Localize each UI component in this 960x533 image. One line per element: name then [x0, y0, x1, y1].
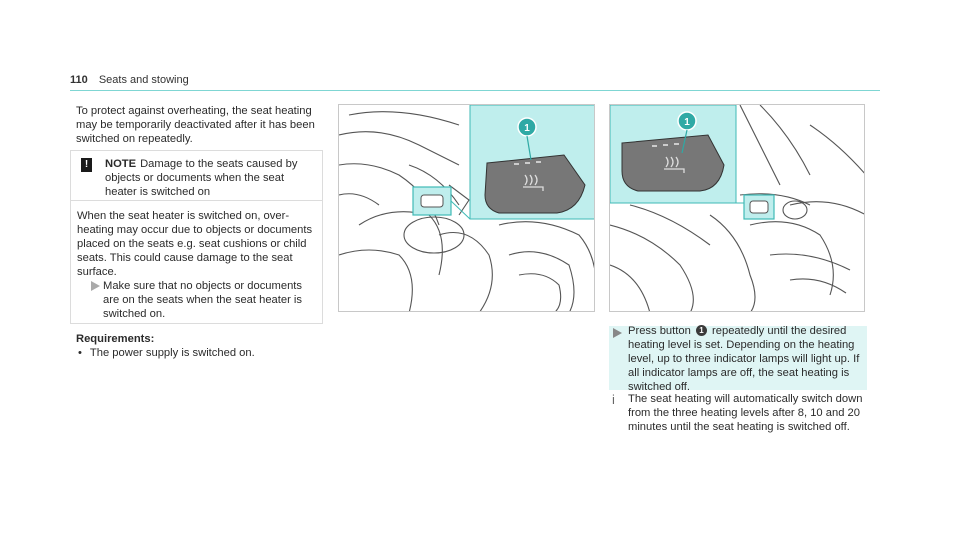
- page-header: 110 Seats and stowing: [70, 74, 189, 86]
- bullet-icon: •: [78, 347, 82, 359]
- header-divider: [70, 90, 880, 91]
- step-arrow-icon: [91, 281, 100, 291]
- info-text: The seat heating will automatically swit…: [628, 393, 863, 433]
- instruction-highlight: [609, 326, 867, 390]
- requirements-item: • The power supply is switched on.: [78, 347, 255, 359]
- instruction-after: repeatedly until the desired heating lev…: [628, 325, 860, 393]
- figure-door-panel-right: 1: [609, 104, 865, 312]
- intro-paragraph: To protect against overheating, the seat…: [76, 105, 315, 145]
- note-step: Make sure that no objects or documents a…: [81, 279, 317, 321]
- info-icon: i: [612, 392, 615, 407]
- page-number: 110: [70, 74, 88, 86]
- requirements-item-text: The power supply is switched on.: [89, 347, 255, 359]
- note-body: When the seat heater is switched on, ove…: [77, 210, 313, 278]
- warning-icon: !: [81, 158, 92, 172]
- note-label: NOTE: [105, 158, 137, 170]
- section-title: Seats and stowing: [98, 74, 189, 86]
- callout-badge: 1: [695, 325, 707, 336]
- callout-1-right-label: 1: [684, 117, 690, 128]
- requirements-title: Requirements:: [76, 333, 155, 345]
- instruction-text: Press button 1 repeatedly until the desi…: [628, 324, 868, 394]
- note-title-text: Damage to the seats caused by objects or…: [105, 158, 298, 198]
- figure-door-panel-left: 1: [338, 104, 595, 312]
- instruction-arrow-icon: [613, 328, 622, 338]
- instruction-before: Press button: [628, 325, 691, 337]
- callout-1-left-label: 1: [524, 123, 530, 134]
- door-panel-illustration-left: 1: [339, 105, 594, 311]
- note-step-text: Make sure that no objects or documents a…: [103, 280, 303, 320]
- door-panel-illustration-right: 1: [610, 105, 864, 311]
